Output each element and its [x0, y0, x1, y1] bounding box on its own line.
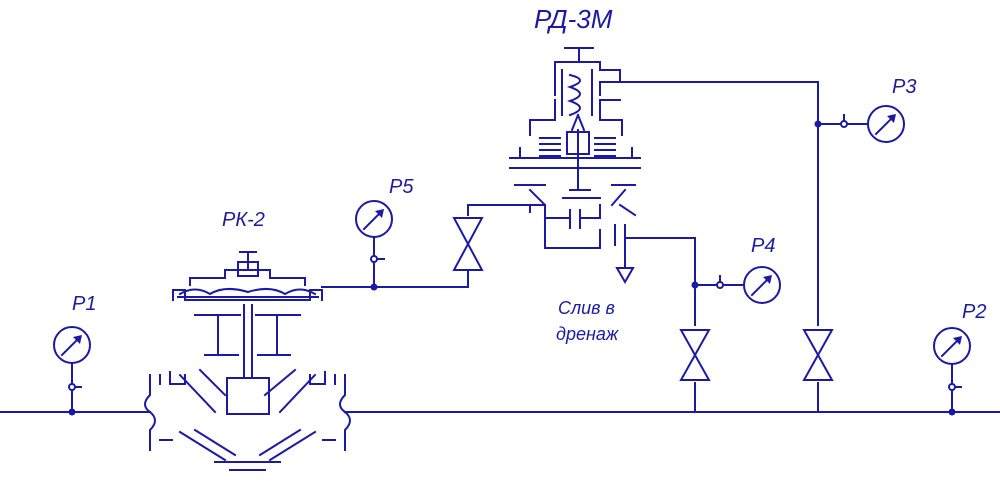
label-drain-line2: дренаж [556, 324, 620, 344]
label-rk2: РК-2 [222, 209, 265, 231]
label-rd3m: РД-3М [534, 4, 613, 34]
rd3m-regulator [509, 47, 819, 269]
p5-line [321, 204, 521, 291]
rk2-valve-body [144, 304, 351, 471]
pressure-gauge-icon [933, 327, 971, 365]
label-p5: Р5 [389, 176, 414, 198]
p1-tap [68, 363, 82, 416]
label-p3: Р3 [892, 76, 916, 98]
pressure-gauge-icon [355, 200, 393, 238]
p4-branch [679, 237, 744, 413]
label-p4: Р4 [751, 235, 775, 257]
pressure-gauge-icon [867, 105, 905, 143]
pressure-gauge-icon [743, 266, 781, 304]
gate-valve-icon [452, 217, 484, 271]
label-p2: Р2 [962, 301, 986, 323]
drain-arrow-icon [615, 267, 635, 285]
p3-branch [802, 81, 869, 413]
label-p1: Р1 [72, 293, 96, 315]
pressure-gauge-icon [53, 326, 91, 364]
rk2-actuator [172, 251, 323, 301]
p2-tap [948, 364, 962, 416]
label-drain-line1: Слив в [558, 298, 615, 318]
